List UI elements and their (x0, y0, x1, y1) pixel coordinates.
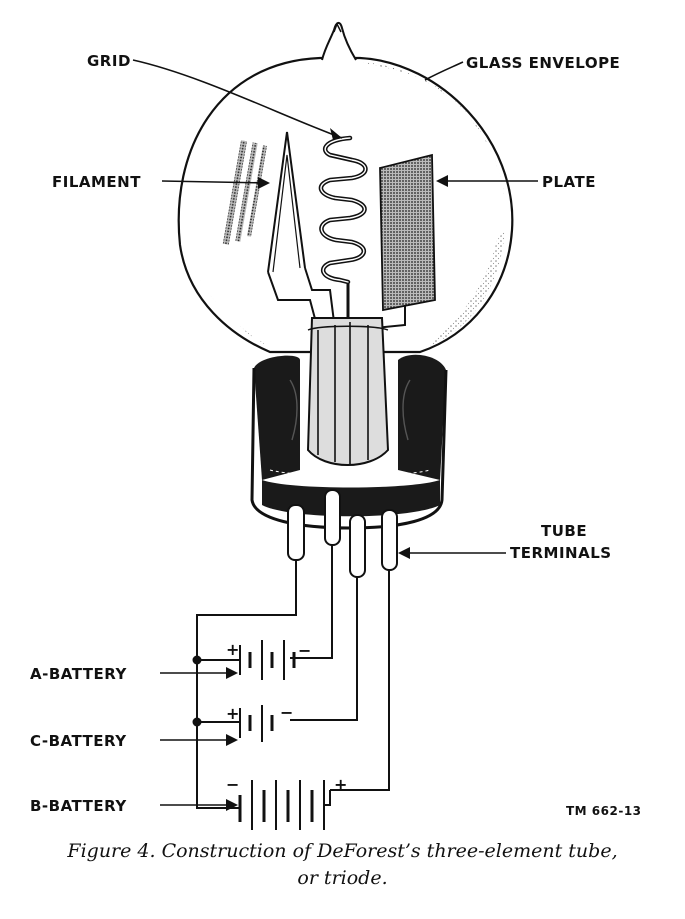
leader-lines (132, 59, 538, 806)
label-grid: GRID (87, 52, 131, 70)
figure-caption: Figure 4. Construction of DeForest’s thr… (0, 838, 685, 892)
figure-code: TM 662-13 (566, 804, 642, 818)
caption-line-2: or triode. (297, 867, 388, 889)
tube-stem (306, 317, 390, 466)
caption-line-1: Figure 4. Construction of DeForest’s thr… (67, 840, 618, 862)
grid-element-inner (320, 137, 367, 283)
label-glass-envelope: GLASS ENVELOPE (466, 54, 620, 72)
a-battery-plus: + (226, 640, 239, 659)
label-plate: PLATE (542, 173, 596, 191)
battery-wiring (196, 545, 390, 809)
c-battery-cells (239, 705, 274, 742)
glass-reflection (222, 140, 267, 245)
a-battery-minus: − (298, 641, 311, 660)
c-battery-minus: − (280, 703, 293, 722)
label-tube-terminals-2: TERMINALS (510, 544, 612, 562)
b-battery-plus: + (334, 775, 347, 794)
b-battery-minus: − (226, 775, 239, 794)
label-tube-terminals-1: TUBE (541, 522, 587, 540)
b-battery-cells (238, 780, 325, 830)
c-battery-plus: + (226, 704, 239, 723)
junction-dot-a (192, 655, 202, 665)
label-c-battery: C-BATTERY (30, 732, 127, 750)
plate-element (374, 153, 436, 329)
a-battery-cells (239, 640, 296, 680)
label-filament: FILAMENT (52, 173, 141, 191)
leader-arrowheads (226, 128, 448, 811)
filament (267, 131, 336, 331)
label-a-battery: A-BATTERY (30, 665, 127, 683)
label-b-battery: B-BATTERY (30, 797, 127, 815)
junction-dot-c (192, 717, 202, 727)
glass-envelope (177, 22, 514, 354)
